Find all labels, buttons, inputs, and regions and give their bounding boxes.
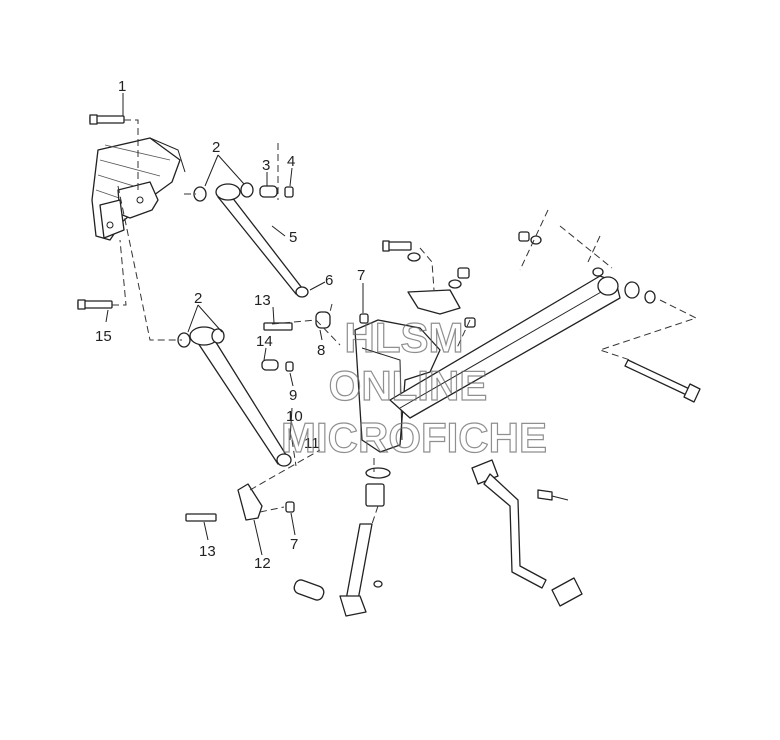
watermark-line-2: ONLINE xyxy=(329,362,488,409)
upper-tie-rod xyxy=(193,182,309,298)
callout-7-upper: 7 xyxy=(357,267,365,284)
swing-arm xyxy=(389,231,656,419)
callout-14: 14 xyxy=(256,333,273,350)
callout-6: 6 xyxy=(325,272,333,289)
callout-5: 5 xyxy=(289,229,297,246)
callout-1: 1 xyxy=(118,78,126,95)
watermark-line-3: MICROFICHE xyxy=(281,414,547,461)
callout-4: 4 xyxy=(287,153,295,170)
callout-9: 9 xyxy=(289,387,297,404)
callout-12: 12 xyxy=(254,555,271,572)
callout-2-lower: 2 xyxy=(194,290,202,307)
callout-15: 15 xyxy=(95,328,112,345)
dashed-leaders xyxy=(112,119,698,525)
pedal-lever xyxy=(471,459,583,607)
callout-2-upper: 2 xyxy=(212,139,220,156)
upper-bracket xyxy=(382,240,476,328)
callout-11: 11 xyxy=(304,435,320,452)
bolt-15 xyxy=(77,299,113,310)
bolt-13-upper xyxy=(263,322,293,331)
rod-end-12 xyxy=(185,483,295,522)
callout-13-lower: 13 xyxy=(199,543,216,560)
watermark: HLSM ONLINE MICROFICHE xyxy=(280,313,547,461)
callout-3: 3 xyxy=(262,157,270,174)
callout-8: 8 xyxy=(317,342,325,359)
frame-bracket xyxy=(91,137,186,241)
watermark-line-1: HLSM xyxy=(345,314,464,361)
callout-labels: 1 2 3 4 5 2 6 7 13 15 8 14 9 10 11 13 12… xyxy=(95,78,365,572)
long-bolt xyxy=(624,359,701,403)
callout-leaders xyxy=(105,93,364,556)
bolt-1 xyxy=(89,114,125,125)
callout-7-lower: 7 xyxy=(290,536,298,553)
callout-13-upper: 13 xyxy=(254,292,271,309)
steering-column xyxy=(293,319,441,617)
callout-10: 10 xyxy=(286,408,303,425)
lower-tie-rod xyxy=(177,326,294,467)
